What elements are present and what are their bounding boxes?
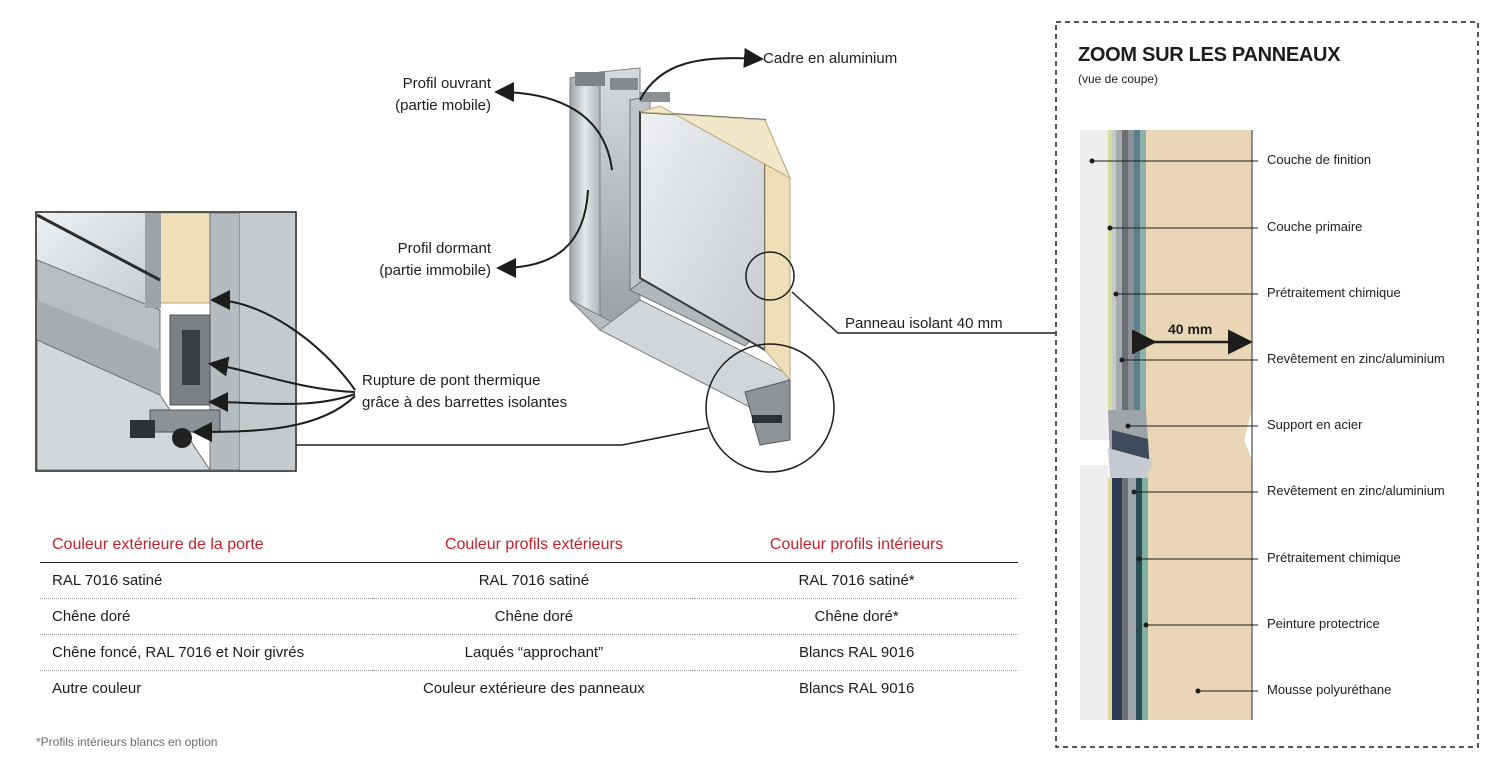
table-cell: Chêne doré* <box>695 598 1018 635</box>
table-row: RAL 7016 satiné RAL 7016 satiné RAL 7016… <box>40 562 1018 599</box>
color-table: Couleur extérieure de la porte Couleur p… <box>40 530 1018 706</box>
layer-label: Prétraitement chimique <box>1267 285 1401 300</box>
layer-leader-dot <box>1125 423 1131 429</box>
table-row: Chêne doré Chêne doré Chêne doré* <box>40 598 1018 635</box>
table-cell: RAL 7016 satiné* <box>695 562 1018 599</box>
inset-connector-line <box>296 427 709 446</box>
table-cell: Autre couleur <box>52 680 142 697</box>
label-profil-ouvrant-line2: (partie mobile) <box>395 97 491 114</box>
rupture-arrows <box>192 290 356 442</box>
layer-label: Revêtement en zinc/aluminium <box>1267 483 1445 498</box>
layer-label: Couche primaire <box>1267 219 1363 234</box>
label-rupture-line2: grâce à des barrettes isolantes <box>362 394 568 411</box>
table-cell: Couleur extérieure des panneaux <box>422 680 645 697</box>
layer-leader-dot <box>1113 291 1119 297</box>
table-cell: Blancs RAL 9016 <box>695 634 1018 671</box>
table-header: Couleur extérieure de la porte <box>40 530 373 563</box>
panneau-connector-line <box>791 291 1055 334</box>
dimension-label: 40 mm <box>1168 321 1213 337</box>
layer-leader-dot <box>1119 357 1125 363</box>
label-rupture-line1: Rupture de pont thermique <box>362 372 541 389</box>
table-header: Couleur profils intérieurs <box>695 530 1018 563</box>
layer-leader-dot <box>1131 489 1137 495</box>
layer-label: Couche de finition <box>1267 152 1372 167</box>
table-row: Autre couleur Couleur extérieure des pan… <box>40 671 1018 707</box>
table-row: Chêne foncé, RAL 7016 et Noir givrés Laq… <box>40 634 1018 671</box>
door-section-illustration <box>569 67 792 446</box>
layer-label: Support en acier <box>1267 417 1363 432</box>
profil-dormant-arrow <box>496 189 589 278</box>
table-cell: Chêne doré <box>372 598 696 635</box>
layer-leader-dot <box>1107 225 1113 231</box>
panel-zoom-circle <box>745 251 795 301</box>
table-cell: RAL 7016 satiné <box>372 562 696 599</box>
table-cell: Chêne foncé, RAL 7016 et Noir givrés <box>40 634 373 671</box>
layer-leader-dot <box>1136 556 1142 562</box>
layer-label: Peinture protectrice <box>1267 616 1380 631</box>
profil-ouvrant-arrow <box>494 82 613 171</box>
layer-label: Prétraitement chimique <box>1267 550 1401 565</box>
layer-label: Revêtement en zinc/aluminium <box>1267 351 1445 366</box>
table-cell: Chêne doré <box>40 598 373 635</box>
zoom-title: ZOOM SUR LES PANNEAUX <box>1078 44 1341 66</box>
label-panneau: Panneau isolant 40 mm <box>845 315 1003 332</box>
label-rupture: Rupture de pont thermique grâce à des ba… <box>362 370 567 414</box>
label-profil-ouvrant: Profil ouvrant (partie mobile) <box>370 73 491 117</box>
layer-leader-lines <box>1089 158 1258 694</box>
label-profil-ouvrant-line1: Profil ouvrant <box>402 75 491 92</box>
profile-zoom-circle <box>705 343 835 473</box>
cadre-arrow <box>639 47 764 101</box>
table-cell: Blancs RAL 9016 <box>798 680 915 697</box>
footnote: *Profils intérieurs blancs en option <box>36 735 218 749</box>
layer-leader-dot <box>1089 158 1095 164</box>
table-header-row: Couleur extérieure de la porte Couleur p… <box>40 530 1018 563</box>
layer-leader-dot <box>1195 688 1201 694</box>
label-cadre: Cadre en aluminium <box>763 50 898 67</box>
label-profil-dormant-line1: Profil dormant <box>397 240 491 257</box>
layer-leader-dot <box>1143 622 1149 628</box>
zoom-panel-frame <box>1055 21 1479 748</box>
table-header: Couleur profils extérieurs <box>372 530 696 563</box>
table-cell: RAL 7016 satiné <box>40 562 373 599</box>
label-profil-dormant: Profil dormant (partie immobile) <box>360 238 491 282</box>
layer-label: Mousse polyuréthane <box>1267 682 1392 697</box>
zoom-subtitle: (vue de coupe) <box>1078 72 1159 86</box>
label-profil-dormant-line2: (partie immobile) <box>379 262 491 279</box>
table-cell: Laqués “approchant” <box>372 634 696 671</box>
profile-closeup-inset <box>35 211 297 472</box>
panel-cross-section <box>1080 130 1253 720</box>
